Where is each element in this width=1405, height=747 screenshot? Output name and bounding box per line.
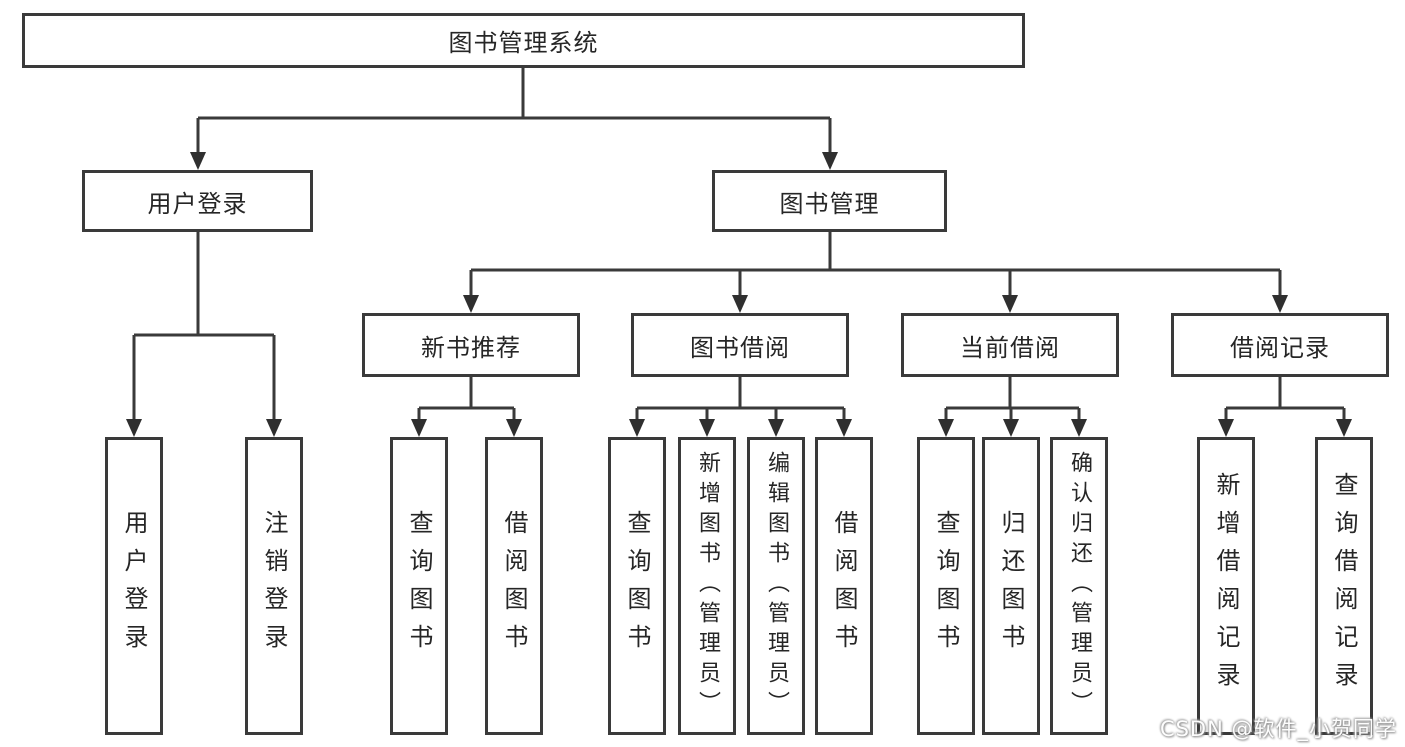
leaf-label: 查询图书: [932, 510, 960, 662]
node-label: 图书借阅: [690, 333, 790, 362]
node-new-book-recommend: 新书推荐: [362, 313, 580, 377]
leaf-query-borrow-record: 查询借阅记录: [1315, 437, 1373, 735]
leaf-label: 查询图书: [405, 510, 433, 662]
node-label: 新书推荐: [421, 333, 521, 362]
leaf-user-login: 用户登录: [105, 437, 163, 735]
leaf-borrow-books: 借阅图书: [815, 437, 873, 735]
leaf-label: 借阅图书: [830, 510, 858, 662]
leaf-label: 确认归还（管理员）: [1067, 451, 1092, 721]
leaf-query-books-borrow: 查询图书: [608, 437, 666, 735]
leaf-logout: 注销登录: [245, 437, 303, 735]
leaf-add-books-admin: 新增图书（管理员）: [678, 437, 736, 735]
leaf-query-books-recommend: 查询图书: [390, 437, 448, 735]
node-label: 用户登录: [147, 189, 248, 218]
leaf-edit-books-admin: 编辑图书（管理员）: [747, 437, 805, 735]
leaf-label: 查询借阅记录: [1330, 472, 1358, 700]
leaf-label: 用户登录: [120, 510, 148, 662]
node-label: 借阅记录: [1230, 333, 1330, 362]
csdn-watermark: CSDN @软件_小贺同学: [1159, 717, 1397, 741]
leaf-label: 借阅图书: [500, 510, 528, 662]
node-label: 当前借阅: [960, 333, 1060, 362]
leaf-borrow-books-recommend: 借阅图书: [485, 437, 543, 735]
leaf-label: 查询图书: [623, 510, 651, 662]
leaf-label: 新增图书（管理员）: [695, 451, 720, 721]
leaf-label: 新增借阅记录: [1212, 472, 1240, 700]
leaf-add-borrow-record: 新增借阅记录: [1197, 437, 1255, 735]
node-book-borrowing: 图书借阅: [631, 313, 849, 377]
node-label: 图书管理: [779, 189, 880, 218]
node-borrow-records: 借阅记录: [1171, 313, 1389, 377]
leaf-return-books: 归还图书: [982, 437, 1040, 735]
leaf-query-books-current: 查询图书: [917, 437, 975, 735]
node-current-borrowing: 当前借阅: [901, 313, 1119, 377]
node-system-root: 图书管理系统: [22, 13, 1025, 68]
leaf-label: 编辑图书（管理员）: [764, 451, 789, 721]
node-book-management: 图书管理: [712, 170, 947, 232]
leaf-confirm-return-admin: 确认归还（管理员）: [1050, 437, 1108, 735]
node-user-login: 用户登录: [82, 170, 313, 232]
node-label: 图书管理系统: [448, 29, 599, 57]
leaf-label: 归还图书: [997, 510, 1025, 662]
leaf-label: 注销登录: [260, 510, 288, 662]
